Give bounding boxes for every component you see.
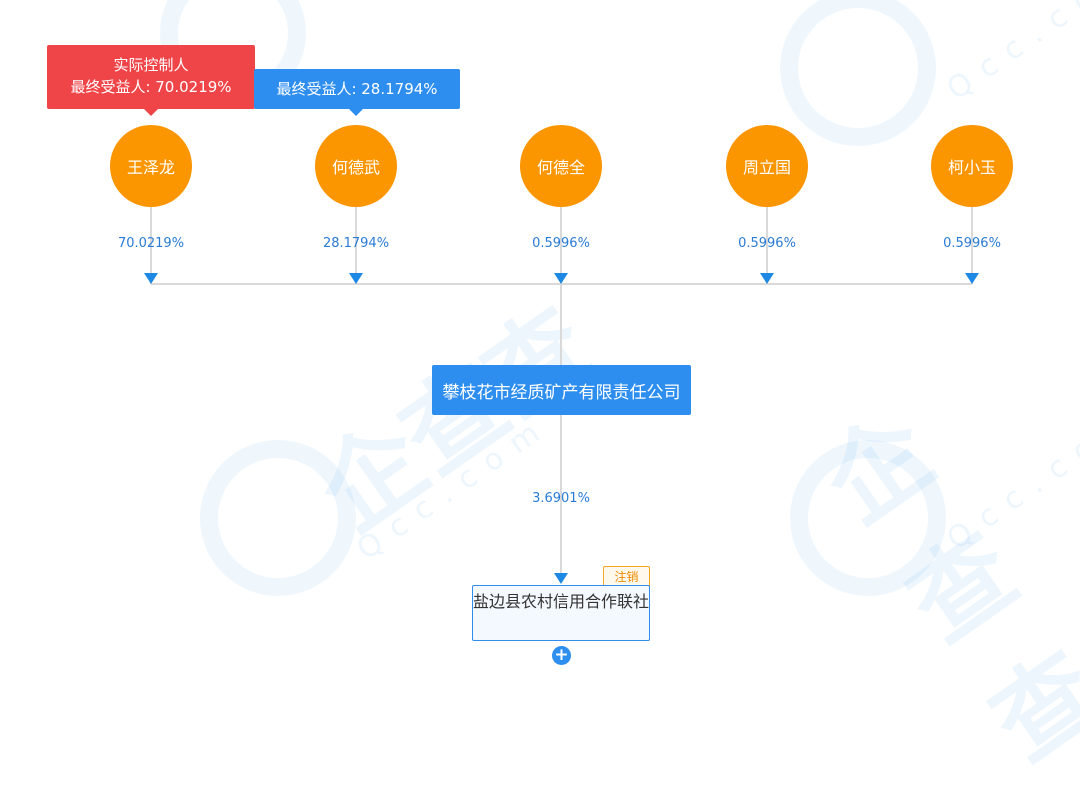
actual-controller-tag: 实际控制人 最终受益人: 70.0219% [47,45,255,116]
investee-node[interactable]: 盐边县农村信用合作联社 [472,585,650,641]
shareholder-name: 周立国 [742,158,791,177]
arrow-down-icon [144,273,158,284]
shareholder-name: 何德全 [536,158,585,177]
arrow-down-icon [554,573,568,584]
connector-lines [144,207,979,584]
arrow-down-icon [965,273,979,284]
arrow-down-icon [760,273,774,284]
investment-percent: 3.6901% [532,491,590,506]
company-name: 攀枝花市经质矿产有限责任公司 [442,382,681,403]
beneficiary-tag: 最终受益人: 28.1794% [254,69,460,116]
status-badge: 注销 [603,566,650,588]
expand-plus-icon[interactable]: + [552,646,571,665]
share-percent: 0.5996% [738,236,796,251]
share-percent: 0.5996% [532,236,590,251]
share-percent: 0.5996% [943,236,1001,251]
shareholder-name: 王泽龙 [126,158,175,177]
shareholder-node[interactable]: 周立国 [726,125,808,207]
shareholder-name: 何德武 [331,158,380,177]
beneficiary-text: 最终受益人: 28.1794% [276,80,438,98]
company-node[interactable]: 攀枝花市经质矿产有限责任公司 [432,365,691,415]
arrow-down-icon [554,273,568,284]
share-percent: 28.1794% [322,236,390,251]
shareholder-name: 柯小玉 [947,158,996,177]
investee-name: 盐边县农村信用合作联社 [473,592,650,611]
shareholder-node[interactable]: 王泽龙 [110,125,192,207]
shareholder-node[interactable]: 柯小玉 [931,125,1013,207]
share-percent: 70.0219% [117,236,185,251]
shareholder-node[interactable]: 何德武 [315,125,397,207]
controller-benefit: 最终受益人: 70.0219% [70,78,232,96]
arrow-down-icon [349,273,363,284]
controller-title: 实际控制人 [113,56,189,74]
shareholder-node[interactable]: 何德全 [520,125,602,207]
